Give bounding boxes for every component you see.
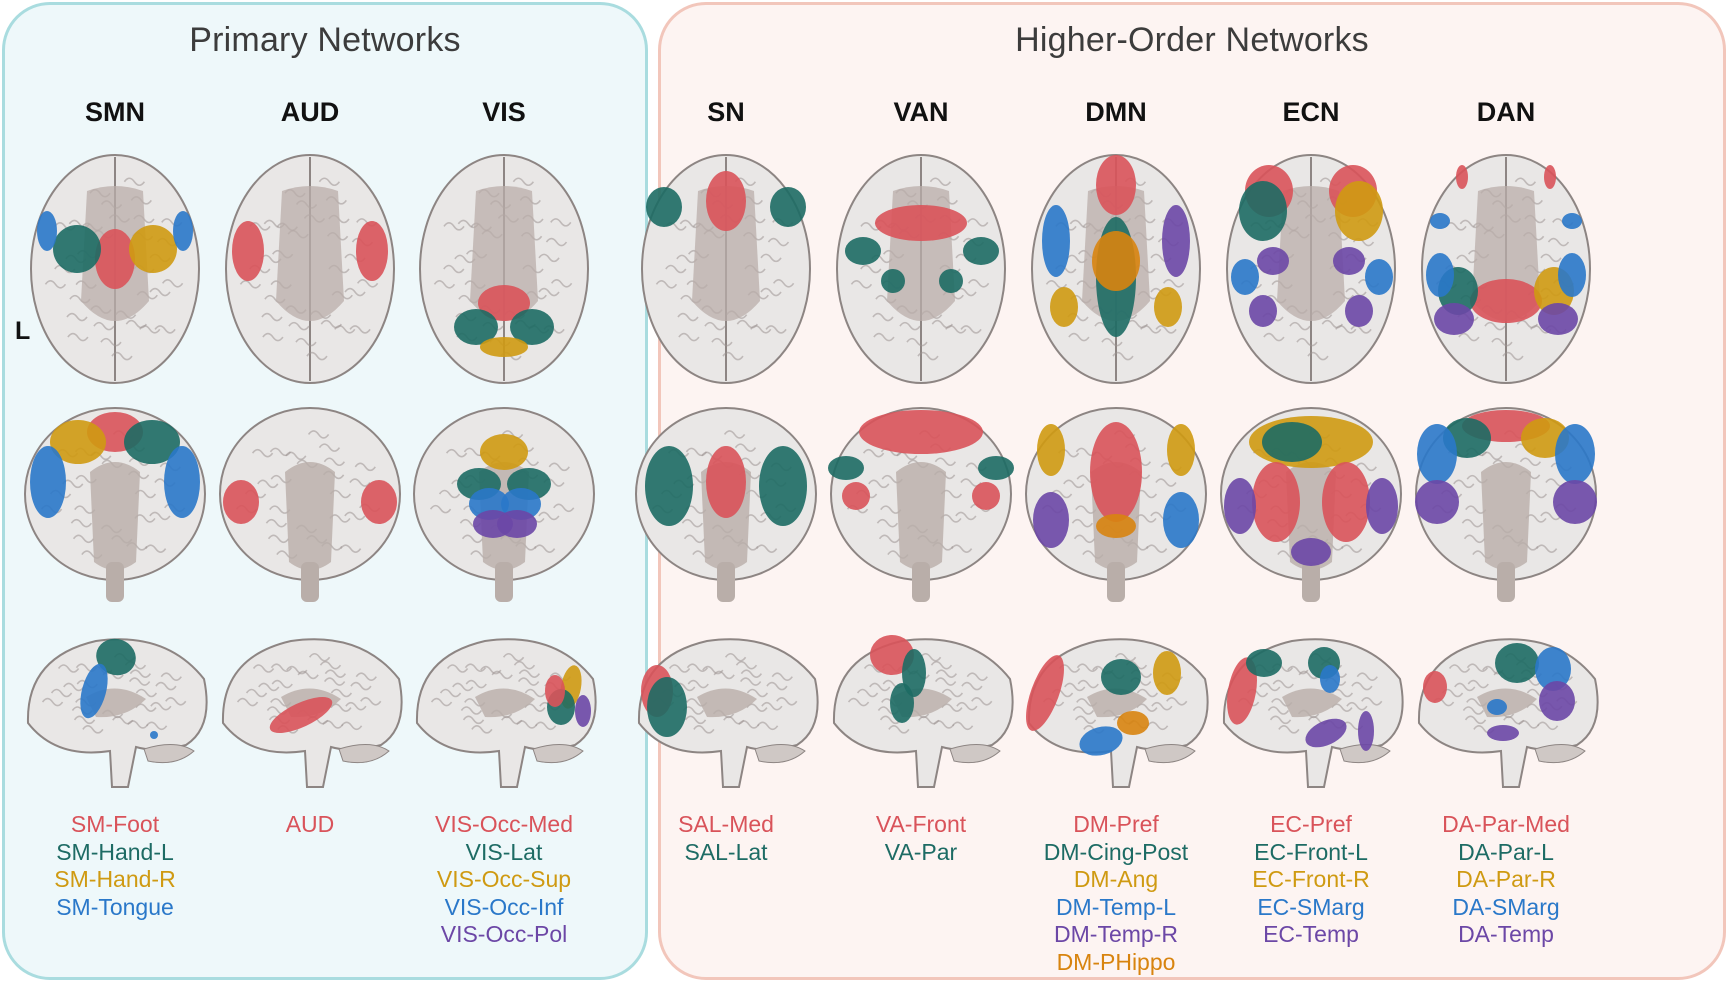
left-hemisphere-label: L [15,317,31,345]
legend-item: DM-Ang [1073,866,1159,892]
legend-item: DA-Par-L [1458,838,1554,865]
legend-item: EC-Front-R [1252,866,1370,892]
brain-coronal-view [24,407,206,602]
network-title: DAN [1476,97,1536,127]
brain-axial-view [1421,154,1591,384]
network-title: VIS [482,97,526,127]
legend-item: AUD [285,811,335,837]
brain-sagittal-view [1026,638,1209,788]
brain-axial-view [1031,154,1201,384]
legend-item: DM-Temp-R [1054,921,1178,947]
brain-axial-view [30,154,200,384]
legend-item: SAL-Lat [684,838,768,865]
region-legend: AUD [205,811,415,839]
legend-item: EC-Front-L [1254,838,1368,865]
legend-item: SAL-Med [678,811,774,837]
legend-item: EC-Temp [1263,921,1359,947]
network-title: SMN [85,97,145,127]
legend-item: DM-Cing-Post [1043,838,1189,865]
legend-item: EC-SMarg [1257,893,1365,920]
legend-item: DM-PHippo [1056,948,1176,975]
network-title: DMN [1085,97,1147,127]
legend-item: VIS-Occ-Med [434,811,574,837]
legend-item: DM-Temp-L [1055,893,1177,920]
brain-coronal-view [828,407,1014,602]
legend-item: SM-Tongue [56,893,174,920]
legend-item: DA-SMarg [1452,893,1560,920]
network-title: SN [707,97,745,127]
legend-item: DA-Par-Med [1442,811,1570,837]
brain-sagittal-view [832,635,1014,788]
brain-sagittal-view [415,638,597,788]
brain-axial-view [1226,154,1396,384]
legend-item: VIS-Lat [465,838,543,865]
brain-axial-view [419,154,589,384]
legend-item: DM-Pref [1073,811,1159,837]
legend-item: DA-Temp [1458,921,1554,947]
panel-title-primary: Primary Networks [189,21,461,59]
legend-item: SM-Hand-R [54,866,176,892]
brain-coronal-view [219,407,401,602]
legend-item: DA-Par-R [1456,866,1556,892]
brain-axial-view [641,154,811,384]
brain-sagittal-view [637,638,819,788]
brain-axial-view [225,154,395,384]
network-column-aud: AUD AUD [205,5,415,977]
brain-coronal-view [1025,407,1207,602]
legend-item: VA-Front [875,811,967,837]
brain-axial-view [836,154,1006,384]
legend-item: SM-Foot [70,811,160,837]
brain-sagittal-view [1222,638,1404,788]
network-title: AUD [280,97,340,127]
legend-item: VIS-Occ-Pol [440,921,568,947]
brain-sagittal-view [221,638,403,788]
brain-coronal-view [1220,407,1402,602]
legend-item: VIS-Occ-Sup [436,866,572,892]
legend-item: VA-Par [884,838,958,865]
brain-coronal-view [413,407,595,602]
brain-sagittal-view [26,638,208,788]
panel-title-higher: Higher-Order Networks [1015,21,1369,59]
network-title: ECN [1282,97,1340,127]
legend-item: EC-Pref [1270,811,1352,837]
brain-sagittal-view [1417,638,1599,788]
legend-item: SM-Hand-L [56,838,174,865]
network-title: VAN [893,97,949,127]
legend-item: VIS-Occ-Inf [444,893,564,920]
brain-coronal-view [1415,407,1597,602]
brain-coronal-view [635,407,817,602]
